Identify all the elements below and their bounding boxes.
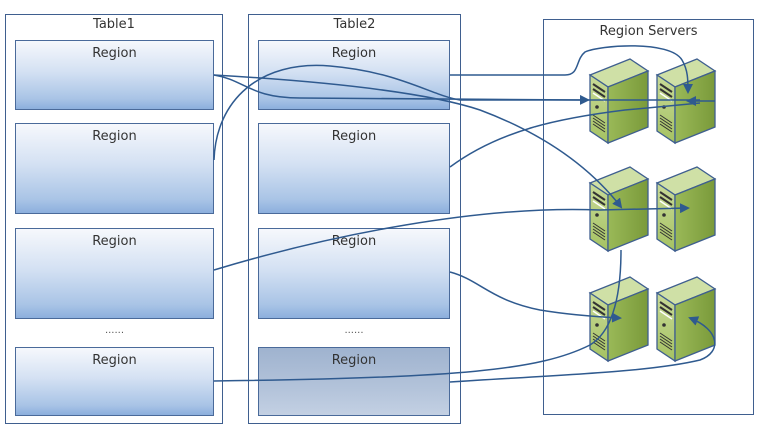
region-label: Region (331, 353, 377, 368)
table2-region-2[interactable]: Region (258, 123, 450, 214)
table1-region-1[interactable]: Region (15, 40, 214, 110)
server-icon[interactable] (588, 275, 650, 363)
table1-region-3[interactable]: Region (15, 228, 214, 319)
table2-ellipsis: ...... (344, 325, 364, 336)
region-servers-title: Region Servers (599, 24, 698, 39)
server-icon[interactable] (655, 165, 717, 253)
table1-ellipsis: ...... (104, 325, 125, 336)
table2-title: Table2 (333, 17, 376, 32)
table1-title: Table1 (93, 17, 135, 32)
server-icon[interactable] (588, 57, 650, 145)
region-label: Region (92, 234, 137, 249)
table2-region-1[interactable]: Region (258, 40, 450, 110)
server-icon[interactable] (588, 165, 650, 253)
table1-region-4[interactable]: Region (15, 347, 214, 416)
server-icon[interactable] (655, 275, 717, 363)
server-icon[interactable] (655, 57, 717, 145)
region-label: Region (331, 46, 377, 61)
table1-region-2[interactable]: Region (15, 123, 214, 214)
region-label: Region (92, 46, 137, 61)
region-label: Region (92, 129, 137, 144)
table2-region-3[interactable]: Region (258, 228, 450, 319)
region-label: Region (92, 353, 137, 368)
region-label: Region (331, 129, 377, 144)
region-label: Region (331, 234, 377, 249)
table2-region-4[interactable]: Region (258, 347, 450, 416)
